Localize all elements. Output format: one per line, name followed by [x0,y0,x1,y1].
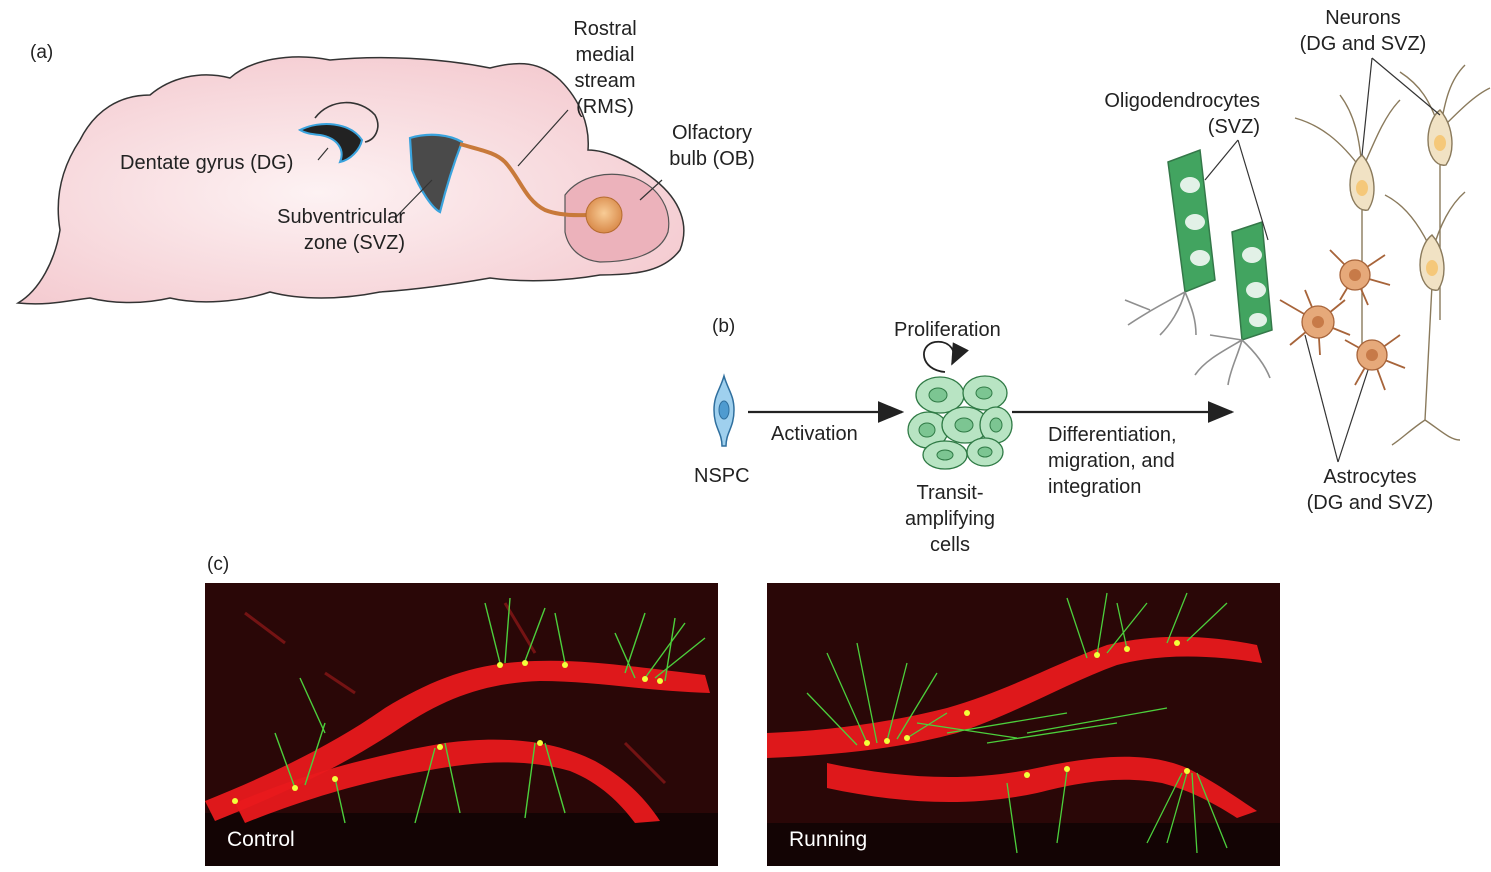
neuron-group [1294,57,1491,446]
proliferation-label: Proliferation [894,319,1001,341]
control-label: Control [227,828,295,851]
dentate-gyrus-shape [297,123,364,164]
dg-leader [317,147,329,161]
brain-sagittal [15,56,685,305]
oligodendrocytes-label: Oligodendrocytes (SVZ) [1104,90,1260,138]
proliferation-loop [923,340,969,373]
control-image [205,583,718,866]
granule-layer-upper [205,660,710,821]
olfactory-bulb-core [585,196,623,234]
brain-outline [15,56,685,305]
control-micrograph: Control [205,583,718,866]
svz-leader [394,179,433,219]
astrocytes-label: Astrocytes (DG and SVZ) [1306,466,1434,514]
granule-layer-lower [827,756,1257,818]
oligodendrocyte-group [1124,139,1273,386]
nspc-cell [713,373,735,447]
svz-label: Subventricular zone (SVZ) [277,206,405,254]
panel-label-b: (b) [712,316,736,337]
rms-path [459,142,601,218]
running-image [767,583,1280,866]
neuron-leader-2 [1371,57,1441,116]
running-micrograph: Running [767,583,1280,866]
dentate-gyrus-curve [314,101,379,143]
astro-leader-2 [1337,369,1369,463]
oligo-leader-1 [1204,139,1239,181]
transit-amplifying-cluster [907,340,1013,470]
svz-shape [408,133,464,214]
astro-leader-1 [1304,334,1339,463]
neuron-leader-1 [1361,57,1373,156]
differentiation-label: Differentiation, migration, and integrat… [1048,424,1177,498]
running-label: Running [789,828,868,851]
oligo-leader-2 [1237,139,1269,241]
rms-label: Rostral medial stream (RMS) [573,18,637,118]
granule-layer-lower [235,739,660,823]
neurons-label: Neurons (DG and SVZ) [1299,7,1427,55]
activation-label: Activation [771,423,858,445]
astrocyte-group [1279,249,1406,463]
dg-label: Dentate gyrus (DG) [120,152,294,174]
ob-leader [639,179,663,201]
nspc-label: NSPC [694,465,750,487]
panel-label-a: (a) [30,42,54,63]
panel-label-c: (c) [207,554,230,575]
transit-amplifying-label: Transit- amplifying cells [904,482,996,556]
ob-label: Olfactory bulb (OB) [669,122,755,170]
rms-leader [517,109,569,167]
